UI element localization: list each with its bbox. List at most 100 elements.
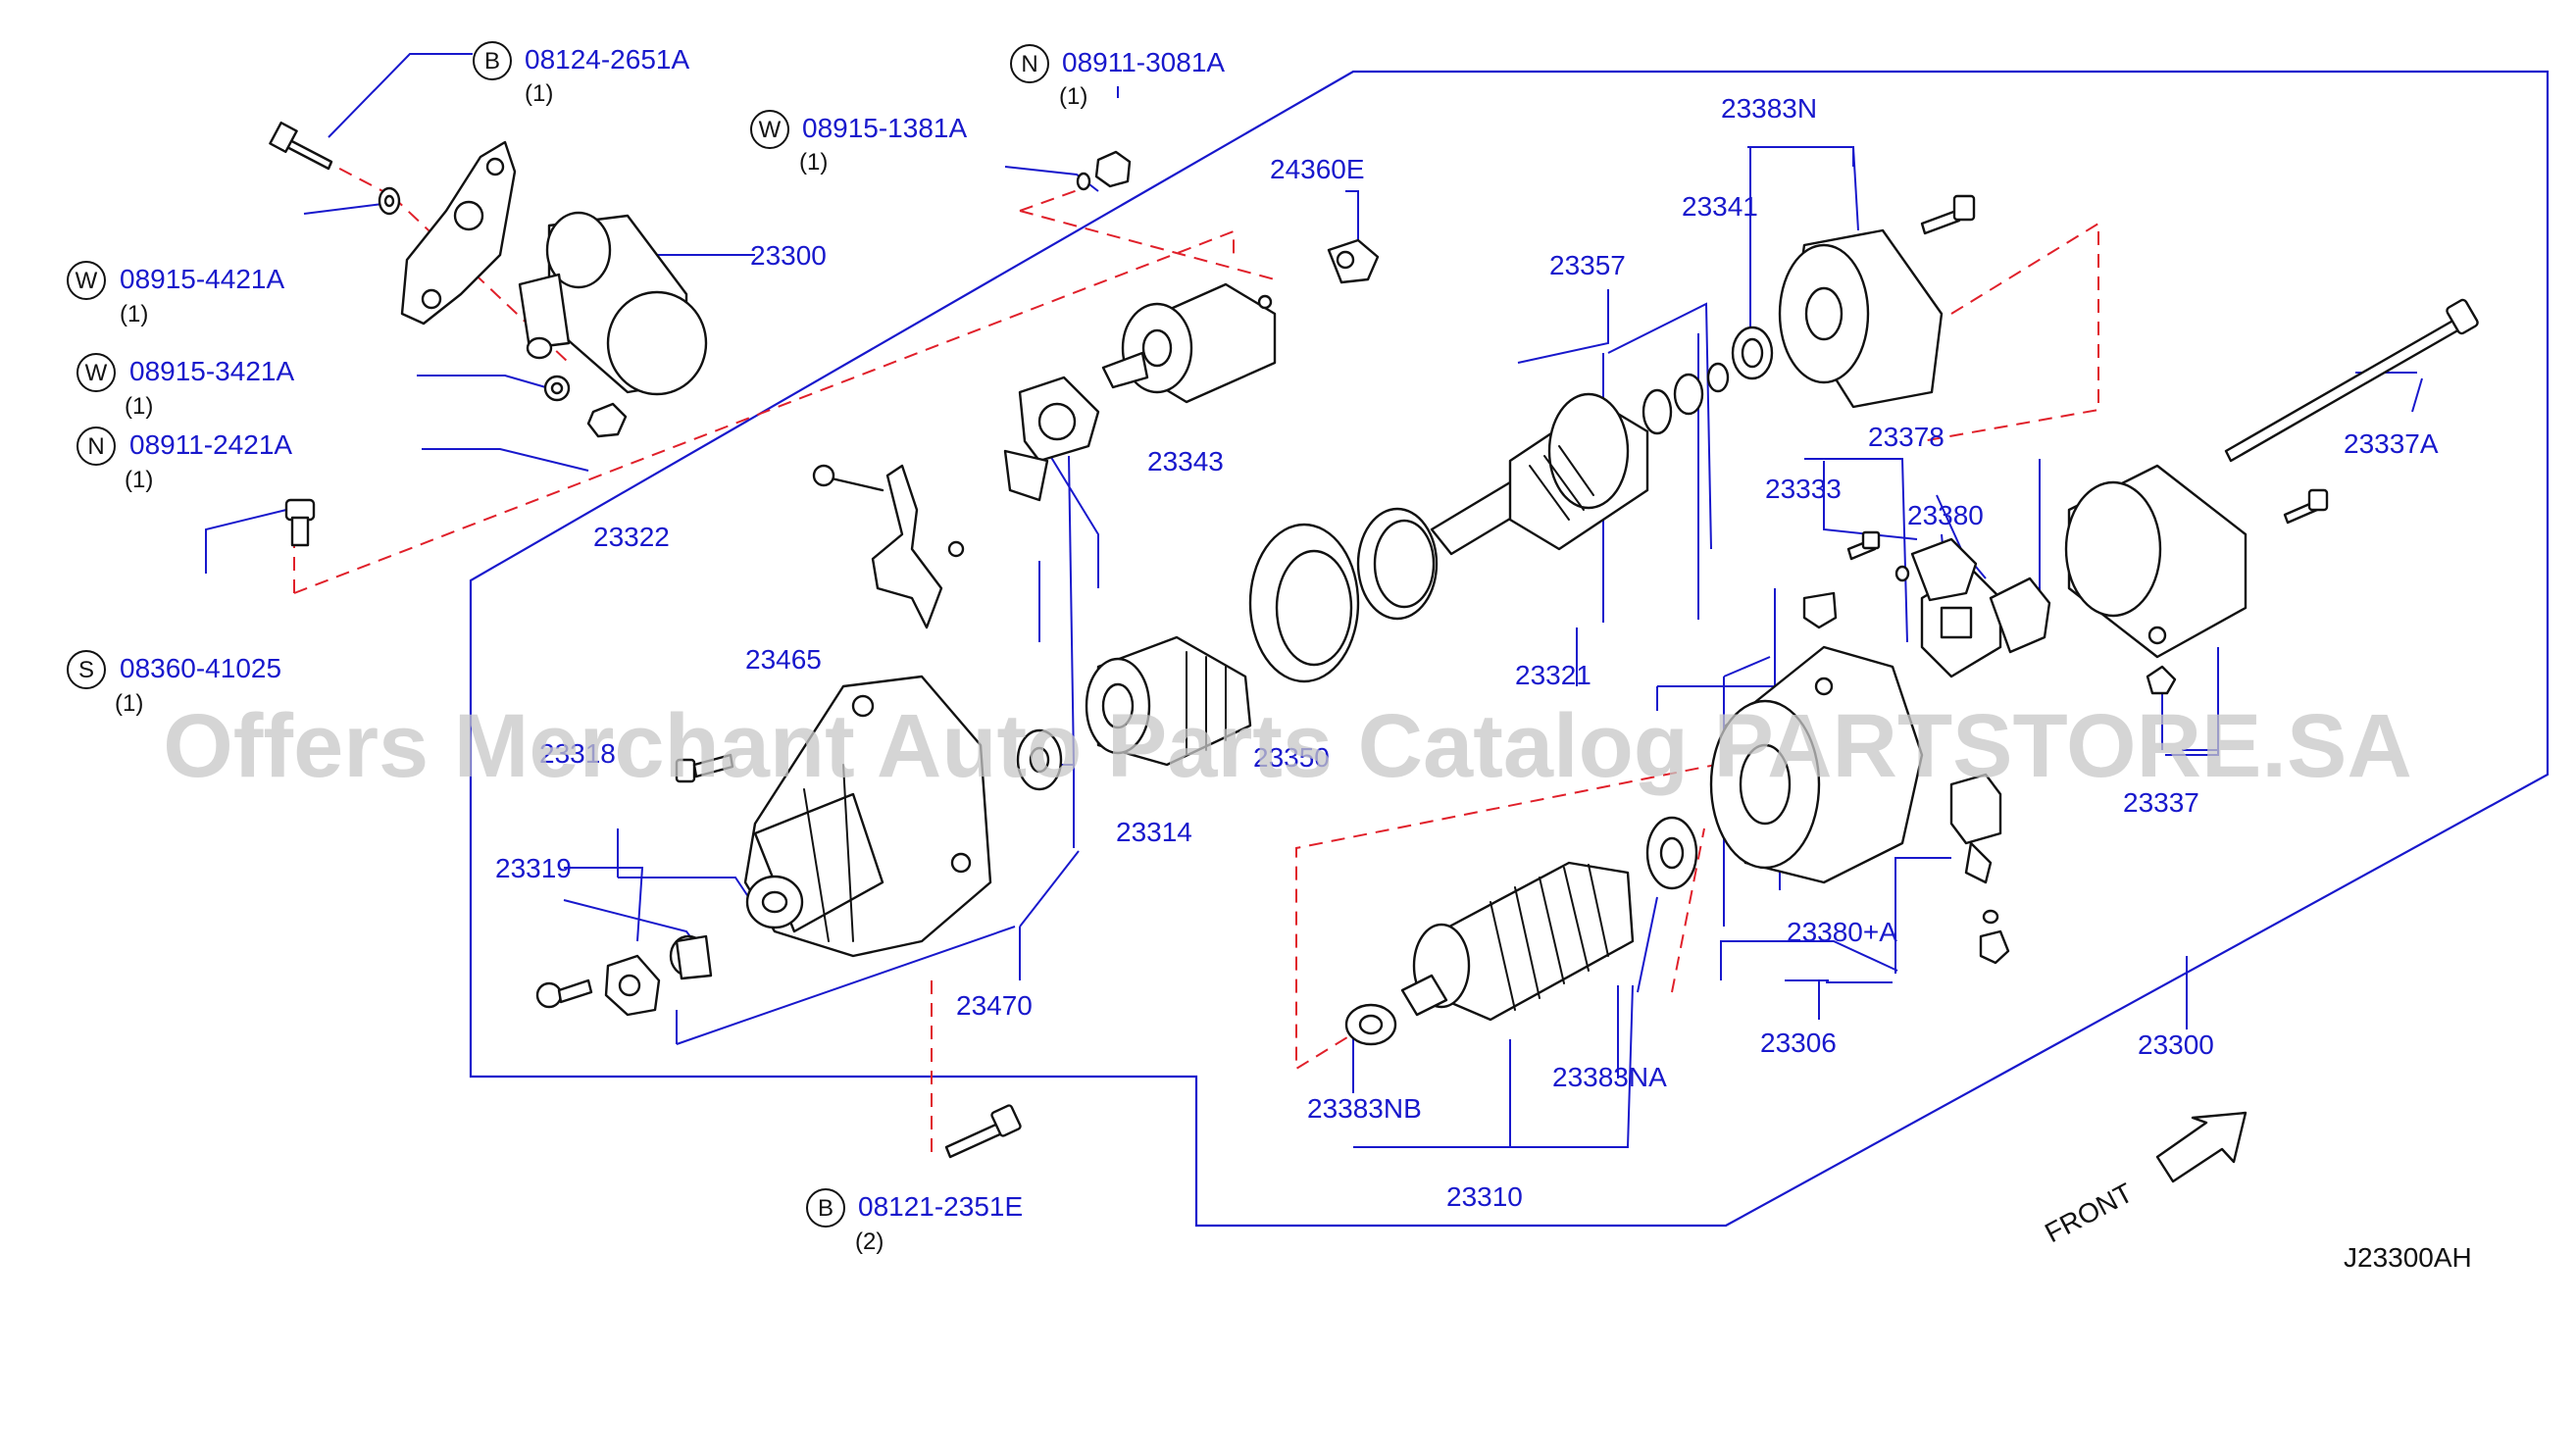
- clip-24360E: [1327, 238, 1380, 284]
- callout-badge: [76, 353, 116, 392]
- part-label-23319[interactable]: 23319: [495, 853, 572, 883]
- brush-plate: [1709, 645, 1924, 884]
- callout-08124-2651A[interactable]: B 08124-2651A (1): [473, 41, 689, 107]
- part-number: 08911-3081A: [1062, 47, 1225, 77]
- part-number: 08915-1381A: [802, 113, 967, 143]
- washer-icon: [1894, 565, 1910, 582]
- screw-icon: [1979, 929, 2010, 965]
- part-label-23310[interactable]: 23310: [1446, 1181, 1523, 1212]
- shift-lever: [812, 464, 965, 629]
- callout-badge: [806, 1188, 845, 1228]
- badge-letter: B: [484, 48, 500, 75]
- part-label-23350[interactable]: 23350: [1253, 742, 1330, 773]
- screw-icon: [1846, 530, 1881, 561]
- quantity: (1): [125, 393, 153, 420]
- part-label-23322[interactable]: 23322: [593, 522, 670, 552]
- part-number: 08915-4421A: [120, 264, 284, 294]
- stud-icon: [284, 498, 316, 547]
- cover-23319: [604, 954, 661, 1017]
- part-label-23314[interactable]: 23314: [1116, 817, 1192, 847]
- callout-badge: [76, 426, 116, 466]
- part-label-23321[interactable]: 23321: [1515, 660, 1591, 690]
- quantity: (1): [125, 467, 153, 493]
- callout-08911-2421A[interactable]: N 08911-2421A (1): [76, 426, 292, 493]
- quantity: (1): [799, 149, 828, 176]
- callout-08915-3421A[interactable]: W 08915-3421A (1): [76, 353, 294, 420]
- quantity: (1): [525, 80, 553, 107]
- part-label-23300[interactable]: 23300: [750, 240, 827, 271]
- badge-letter: S: [78, 657, 94, 683]
- screw-icon: [2146, 665, 2177, 695]
- part-label-23380[interactable]: 23380: [1907, 500, 1984, 530]
- yoke-housing: [2064, 464, 2248, 659]
- part-label-23383NB[interactable]: 23383NB: [1307, 1093, 1422, 1124]
- watermark: Offers Merchant Auto Parts Catalog PARTS…: [163, 696, 2412, 796]
- part-label-23306[interactable]: 23306: [1760, 1028, 1837, 1058]
- part-label-23343[interactable]: 23343: [1147, 446, 1224, 477]
- part-number: 08360-41025: [120, 653, 281, 683]
- part-label-23337A[interactable]: 23337A: [2344, 428, 2439, 459]
- bolt-icon: [269, 121, 333, 171]
- nut-icon: [1094, 150, 1132, 188]
- part-label-23383N[interactable]: 23383N: [1721, 93, 1817, 124]
- part-label-23333[interactable]: 23333: [1765, 474, 1842, 504]
- quantity: (1): [115, 690, 143, 717]
- nut-icon: [586, 402, 628, 438]
- diagram-code: J23300AH: [2344, 1242, 2472, 1273]
- quantity: (1): [120, 301, 148, 327]
- callout-badge: [67, 650, 106, 689]
- alignment-lines: [278, 136, 2099, 1155]
- cover-disc: [1248, 523, 1360, 683]
- front-label: FRONT: [2040, 1178, 2138, 1249]
- through-bolt: [2224, 298, 2479, 463]
- quantity: (1): [1059, 83, 1087, 110]
- bearing-23383NA: [1645, 816, 1698, 890]
- washer-icon: [543, 375, 571, 402]
- bushing-23319: [669, 934, 713, 980]
- callout-08915-4421A[interactable]: W 08915-4421A (1): [67, 261, 284, 327]
- bearing-23383NB: [1344, 1003, 1397, 1046]
- callout-badge: [473, 41, 512, 80]
- part-label-23383NA[interactable]: 23383NA: [1552, 1062, 1667, 1092]
- part-label-23470[interactable]: 23470: [956, 990, 1033, 1021]
- solenoid-plate: [1003, 376, 1100, 502]
- badge-letter: N: [1021, 51, 1037, 77]
- ring-gasket: [1642, 362, 1730, 435]
- part-label-23378[interactable]: 23378: [1868, 422, 1945, 452]
- part-label-23465[interactable]: 23465: [745, 644, 822, 675]
- starter-motor-small: [518, 211, 708, 396]
- callout-badge: [1010, 44, 1049, 83]
- part-number: 08121-2351E: [858, 1191, 1023, 1222]
- bearing-23341: [1731, 326, 1774, 380]
- bolt-icon: [675, 753, 734, 783]
- mounting-bracket: [400, 140, 517, 326]
- callout-08915-1381A[interactable]: W 08915-1381A (1): [750, 110, 967, 176]
- part-number: 08124-2651A: [525, 44, 689, 75]
- part-label-23300-assembly[interactable]: 23300: [2138, 1029, 2214, 1060]
- callout-08360-41025[interactable]: S 08360-41025 (1): [67, 650, 281, 717]
- drive-shaft: [1430, 392, 1649, 556]
- washer-icon: [1982, 909, 1999, 925]
- part-label-23318[interactable]: 23318: [539, 738, 616, 769]
- badge-letter: N: [87, 433, 104, 460]
- callout-08911-3081A[interactable]: N 08911-3081A (1): [1010, 44, 1225, 110]
- assembly-frame: [469, 70, 2550, 1228]
- badge-letter: W: [759, 117, 782, 143]
- pinion-clutch: [1085, 635, 1252, 767]
- part-label-23341[interactable]: 23341: [1682, 191, 1758, 222]
- brush-terminal: [1910, 537, 1978, 602]
- part-label-23380A[interactable]: 23380+A: [1787, 917, 1897, 947]
- gear-housing: [1778, 228, 1944, 409]
- badge-letter: W: [85, 360, 108, 386]
- part-label-23357[interactable]: 23357: [1549, 250, 1626, 280]
- screw-icon: [2283, 488, 2329, 525]
- callout-08121-2351E[interactable]: B 08121-2351E (2): [806, 1188, 1023, 1255]
- ring-gasket: [1356, 507, 1439, 621]
- quantity: (2): [855, 1229, 884, 1255]
- screw-icon: [1802, 591, 1838, 629]
- part-label-23337[interactable]: 23337: [2123, 787, 2199, 818]
- callout-badge: [750, 110, 789, 149]
- part-label-24360E[interactable]: 24360E: [1270, 154, 1365, 184]
- bolt-icon: [944, 1104, 1022, 1159]
